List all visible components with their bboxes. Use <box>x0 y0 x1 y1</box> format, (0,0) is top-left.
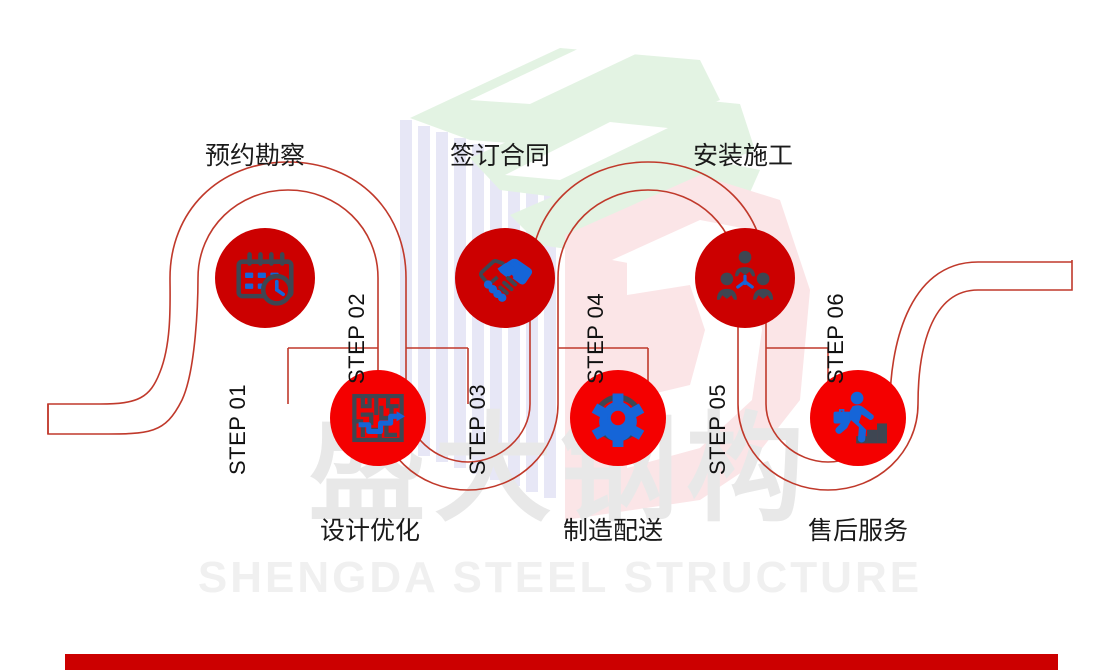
step-1-number: STEP 01 <box>225 383 250 475</box>
step-6-circle <box>810 370 906 466</box>
gear-wheel-icon <box>591 393 645 447</box>
person-stairs-briefcase-icon <box>833 391 887 444</box>
team-group-icon <box>716 250 774 300</box>
step-2-title: 设计优化 <box>320 516 421 545</box>
step-1-circle <box>215 228 315 328</box>
step-node-1[interactable] <box>215 228 315 328</box>
step-5-title: 安装施工 <box>693 141 794 170</box>
step-node-4[interactable] <box>570 370 666 466</box>
step-5-number: STEP 05 <box>705 383 730 475</box>
handshake-icon <box>479 258 533 302</box>
step-node-2[interactable] <box>330 370 426 466</box>
maze-path-icon <box>352 393 405 443</box>
step-6-title: 售后服务 <box>808 516 909 545</box>
step-4-circle <box>570 370 666 466</box>
step-1-title: 预约勘察 <box>205 141 306 170</box>
step-4-number: STEP 04 <box>583 292 608 384</box>
step-4-title: 制造配送 <box>563 516 664 545</box>
step-3-circle <box>455 228 555 328</box>
footer-accent-bar <box>65 654 1058 670</box>
step-3-number: STEP 03 <box>465 383 490 475</box>
step-2-number: STEP 02 <box>344 292 369 384</box>
watermark-company-en: SHENGDA STEEL STRUCTURE <box>198 553 922 602</box>
step-node-5[interactable] <box>695 228 795 328</box>
step-6-number: STEP 06 <box>823 292 848 384</box>
step-node-3[interactable] <box>455 228 555 328</box>
calendar-clock-icon <box>236 252 294 306</box>
step-3-title: 签订合同 <box>450 141 551 170</box>
step-node-6[interactable] <box>810 370 906 466</box>
step-2-circle <box>330 370 426 466</box>
step-5-circle <box>695 228 795 328</box>
